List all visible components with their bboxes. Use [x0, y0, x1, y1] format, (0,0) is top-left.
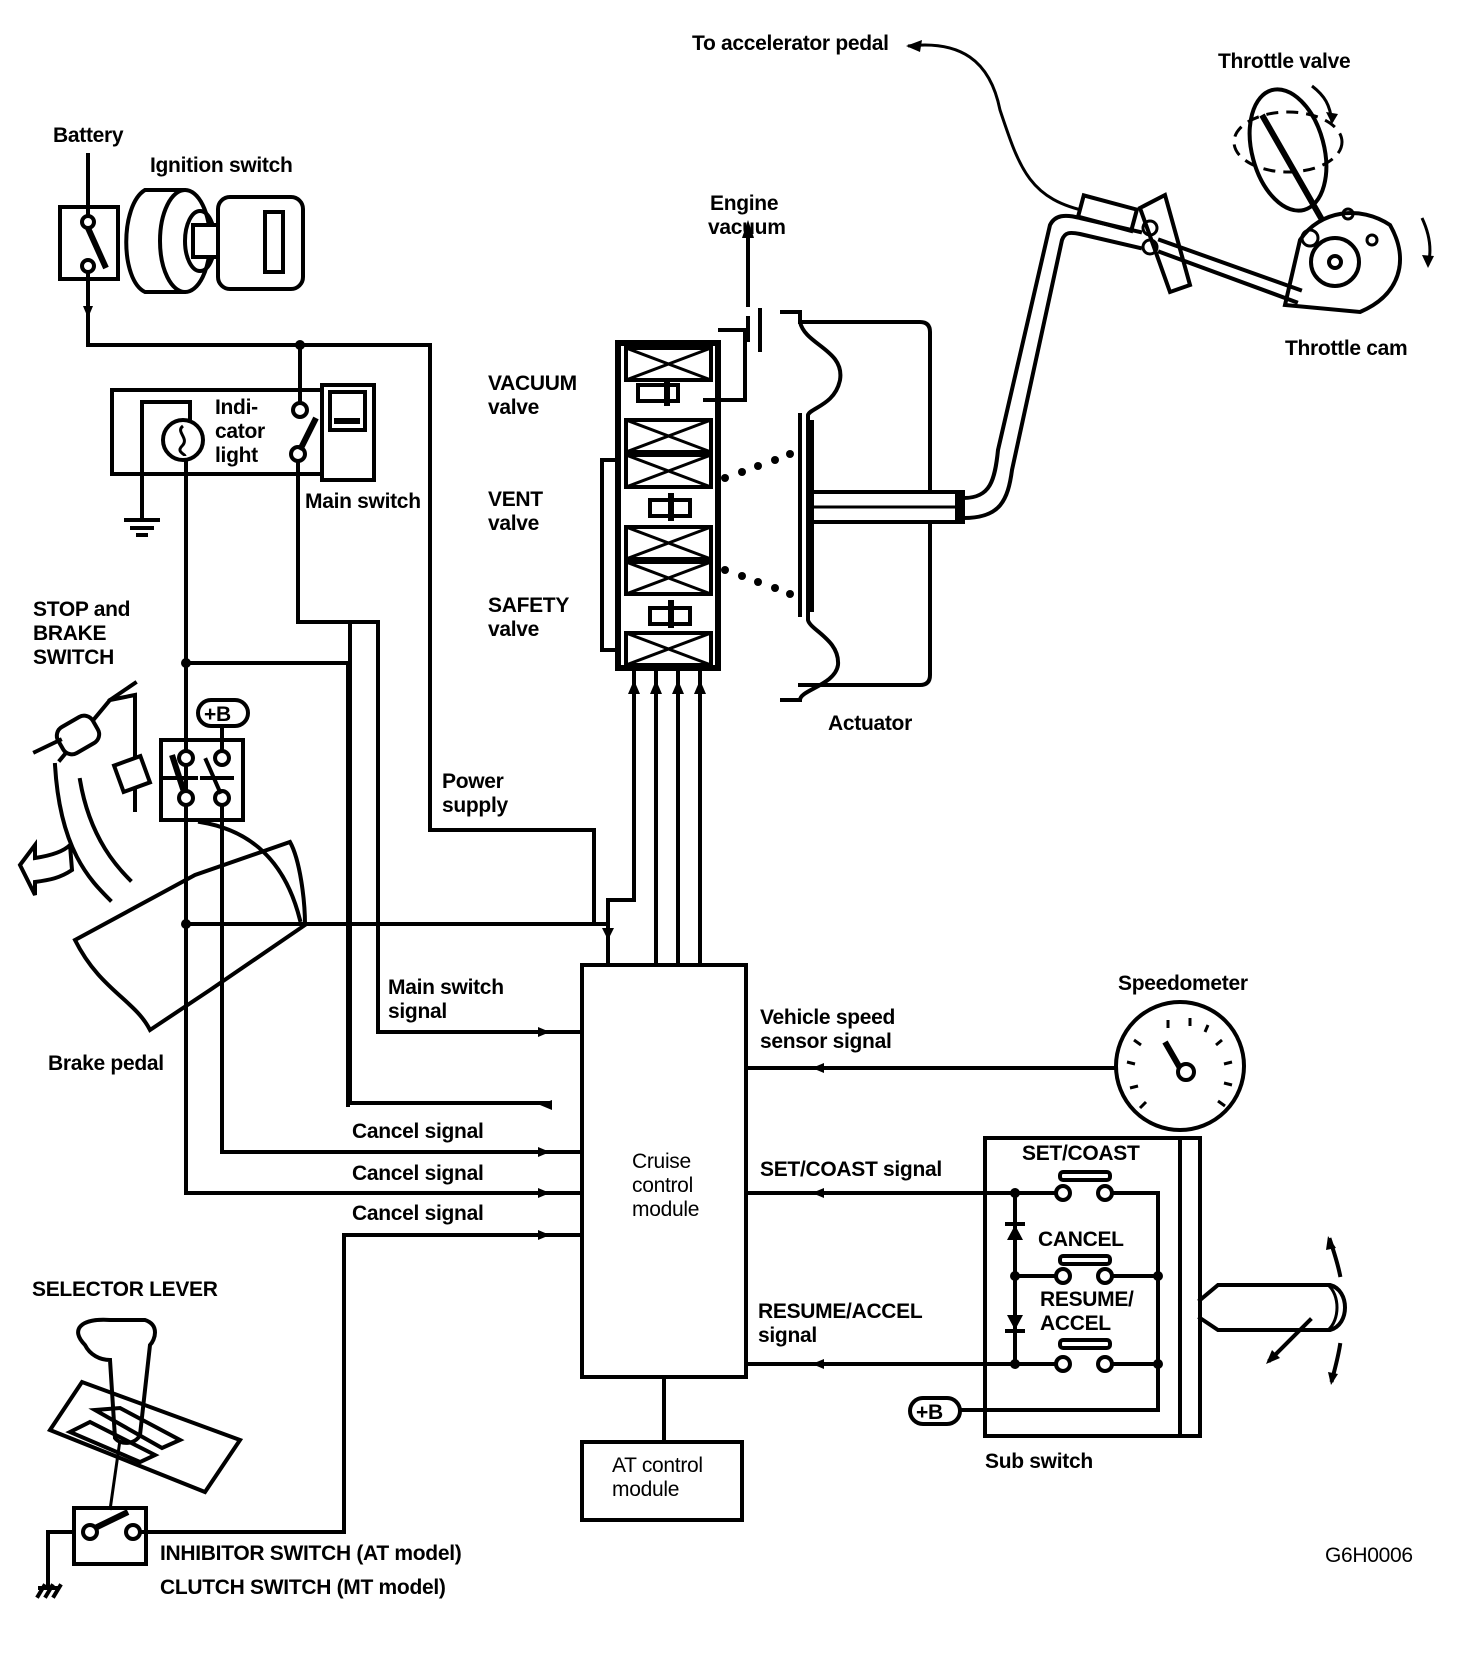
battery-switch	[58, 153, 432, 832]
safety-valve-label-2: valve	[488, 618, 539, 641]
inhibitor-switch	[35, 1506, 346, 1599]
ignition-switch	[124, 188, 305, 294]
safety-valve-label: SAFETY	[488, 594, 569, 617]
selector-lever	[46, 1317, 244, 1511]
resume-accel-button-label: RESUME/	[1040, 1288, 1134, 1311]
speedometer-label: Speedometer	[1118, 972, 1248, 995]
at-control-module	[580, 1440, 744, 1522]
cruise-control-module-label-2: control	[632, 1174, 693, 1197]
vacuum-valve-coil	[624, 346, 713, 454]
actuator	[703, 220, 965, 702]
vent-valve-label: VENT	[488, 488, 543, 511]
vacuum-valve-label-2: valve	[488, 396, 539, 419]
throttle-linkage	[1075, 192, 1303, 305]
valve-stack	[600, 340, 794, 671]
power-supply-label-2: supply	[442, 794, 508, 817]
main-switch-label: Main switch	[305, 490, 421, 513]
stop-brake-switch-label: STOP and	[33, 598, 130, 621]
clutch-switch-label: CLUTCH SWITCH (MT model)	[160, 1576, 446, 1599]
to-accelerator-pedal-label: To accelerator pedal	[692, 32, 889, 55]
brake-pedal	[17, 680, 308, 1033]
set-coast-signal-label: SET/COAST signal	[760, 1158, 942, 1181]
indicator-light-label-3: light	[215, 444, 258, 467]
actuator-label: Actuator	[828, 712, 912, 735]
stop-brake-switch-label-2: BRAKE	[33, 622, 106, 645]
vehicle-speed-sensor-signal-label-2: sensor signal	[760, 1030, 891, 1053]
main-switch-signal-wire	[296, 620, 584, 1037]
resume-accel-signal-label-2: signal	[758, 1324, 817, 1347]
selector-lever-label: SELECTOR LEVER	[32, 1278, 218, 1301]
sub-switch: +B	[744, 1136, 1347, 1438]
plus-b-label: +B	[204, 703, 231, 726]
vacuum-valve-label: VACUUM	[488, 372, 577, 395]
vent-valve-coil	[624, 453, 713, 561]
indicator-light-label: Indi-	[215, 396, 258, 419]
indicator-light-label-2: cator	[215, 420, 265, 443]
figure-id: G6H0006	[1325, 1544, 1413, 1567]
cruise-control-module-label: Cruise	[632, 1150, 691, 1173]
set-coast-button-label: SET/COAST	[1022, 1142, 1140, 1165]
speedometer	[1114, 1000, 1246, 1132]
sub-switch-plus-b-label: +B	[916, 1401, 943, 1424]
battery-label: Battery	[53, 124, 124, 147]
valve-control-wires	[606, 666, 706, 967]
cancel-signal-2-label: Cancel signal	[352, 1162, 483, 1185]
inhibitor-switch-label: INHIBITOR SWITCH (AT model)	[160, 1542, 461, 1565]
safety-valve-coil	[624, 560, 713, 667]
at-control-module-label-2: module	[612, 1478, 679, 1501]
stop-brake-switch: +B	[159, 658, 614, 1154]
vehicle-speed-sensor-signal-label: Vehicle speed	[760, 1006, 895, 1029]
throttle-cam	[1282, 207, 1434, 315]
indicator-wire	[184, 458, 582, 1195]
power-supply-wire	[428, 828, 596, 926]
resume-accel-button-label-2: ACCEL	[1040, 1312, 1111, 1335]
throttle-valve-label: Throttle valve	[1218, 50, 1350, 73]
engine-vacuum-label: Engine	[710, 192, 778, 215]
cancel-button-label: CANCEL	[1038, 1228, 1124, 1251]
sub-switch-label: Sub switch	[985, 1450, 1093, 1473]
cancel-signal-3-label: Cancel signal	[352, 1202, 483, 1225]
ignition-switch-label: Ignition switch	[150, 154, 293, 177]
main-switch-signal-label-2: signal	[388, 1000, 447, 1023]
throttle-cam-label: Throttle cam	[1285, 337, 1407, 360]
at-control-module-label: AT control	[612, 1454, 703, 1477]
power-supply-label: Power	[442, 770, 504, 793]
vehicle-speed-wire	[744, 1063, 1118, 1073]
actuator-cable	[962, 213, 1143, 521]
engine-vacuum-label-2: vacuum	[708, 216, 786, 239]
vent-valve-label-2: valve	[488, 512, 539, 535]
brake-pedal-label: Brake pedal	[48, 1052, 164, 1075]
throttle-valve	[1232, 84, 1344, 227]
cruise-control-module	[580, 963, 748, 1444]
resume-accel-signal-label: RESUME/ACCEL	[758, 1300, 923, 1323]
cancel-signal-wires	[342, 1100, 584, 1522]
cruise-control-module-label-3: module	[632, 1198, 699, 1221]
cancel-signal-1-label: Cancel signal	[352, 1120, 483, 1143]
main-switch-signal-label: Main switch	[388, 976, 504, 999]
accelerator-cable	[906, 40, 1091, 214]
stop-brake-switch-label-3: SWITCH	[33, 646, 114, 669]
airflow-dots	[721, 450, 794, 598]
